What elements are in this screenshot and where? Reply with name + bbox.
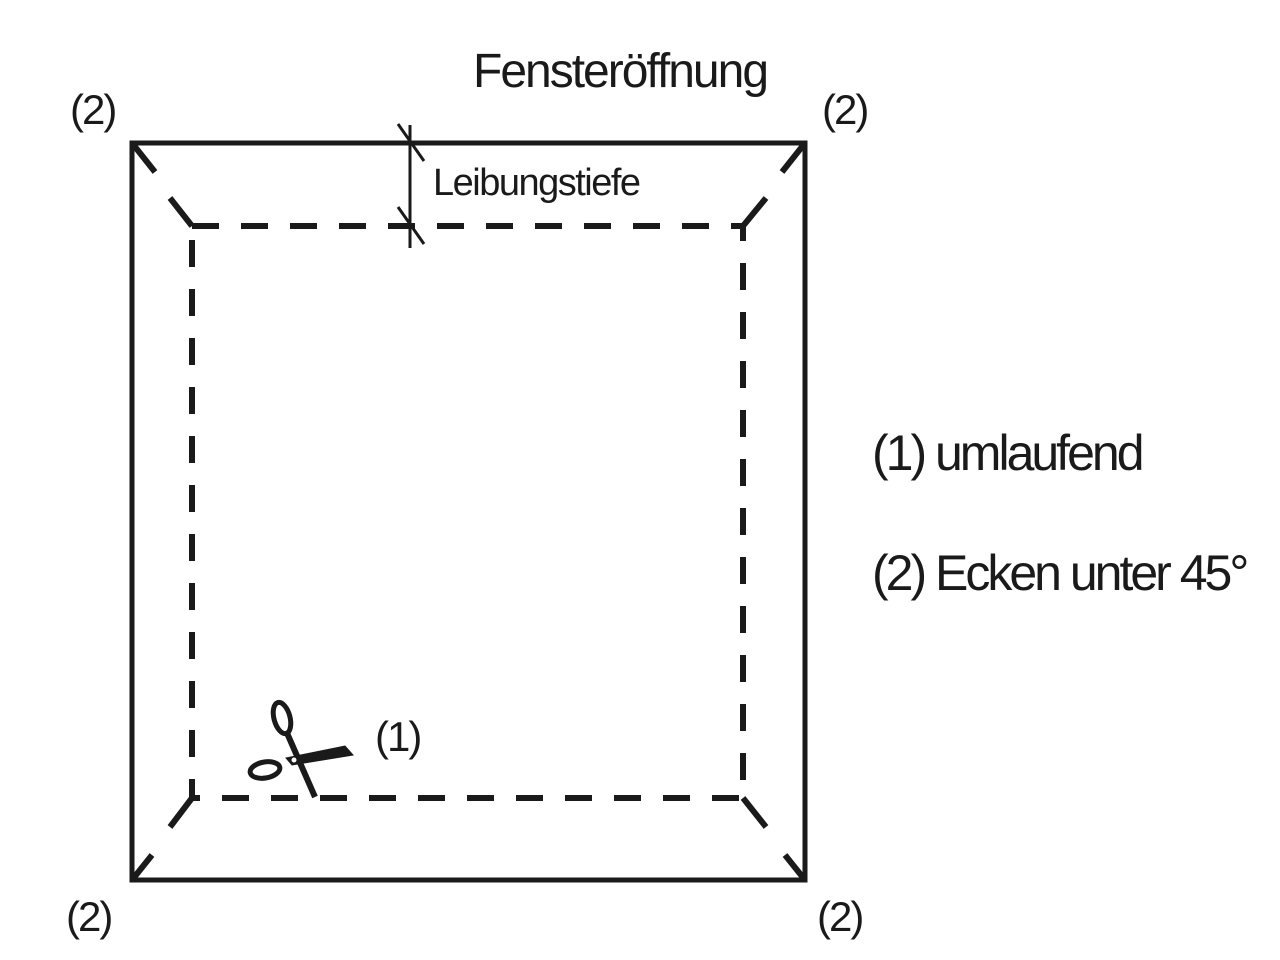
title-label: Fensteröffnung [473,45,769,98]
inner-cut-line [189,223,746,801]
corner-label-bottom-left: (2) [66,893,113,940]
corner-label-top-right: (2) [822,86,869,133]
legend-item-2: (2) Ecken unter 45° [872,545,1249,601]
corner-label-top-left: (2) [70,86,117,133]
reveal-depth-label: Leibungstiefe [433,162,641,204]
outer-window-opening [129,140,808,883]
cut-label: (1) [375,713,422,760]
scissors-icon [247,699,354,799]
corner-miter-lines [129,141,808,882]
corner-label-bottom-right: (2) [817,893,864,940]
reveal-depth-dimension [396,123,426,248]
legend-item-1: (1) umlaufend [872,425,1144,481]
